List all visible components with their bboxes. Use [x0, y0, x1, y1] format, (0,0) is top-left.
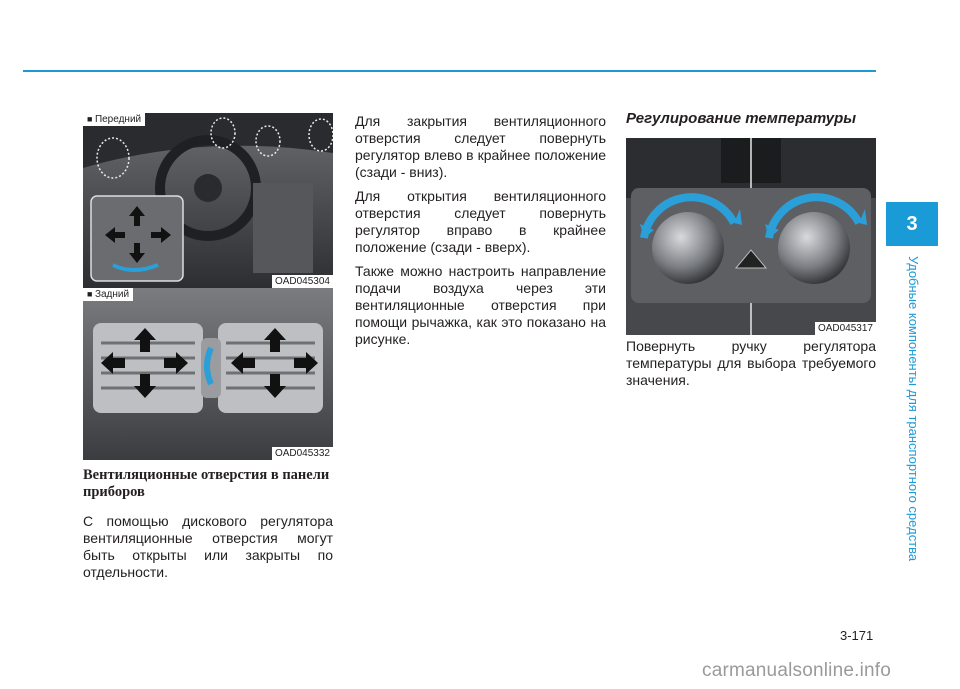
- temperature-figure-code: OAD045317: [814, 322, 876, 335]
- top-rule: [23, 70, 876, 72]
- right-column-text: Повернуть ручку регулятора температуры д…: [626, 338, 876, 389]
- temperature-knobs-illustration: [626, 138, 876, 335]
- vents-paragraph: С помощью дискового регулятора вентиляци…: [83, 513, 333, 580]
- front-dashboard-illustration: [83, 113, 333, 288]
- rear-figure-label: Задний: [83, 288, 134, 301]
- right-column-heading: Регулирование температуры: [626, 110, 876, 127]
- temperature-figure: OAD045317: [626, 138, 876, 335]
- section-heading-vents: Вентиляционные отверстия в панели прибор…: [83, 467, 330, 500]
- front-vents-figure: Передний OAD045304: [83, 113, 333, 288]
- rear-vents-illustration: [83, 288, 333, 460]
- chapter-number-tab: 3: [886, 202, 938, 246]
- direction-paragraph: Также можно настроить направление подачи…: [355, 263, 606, 347]
- page-number: 3-171: [840, 628, 874, 643]
- section-heading-temperature: Регулирование температуры: [626, 110, 857, 127]
- front-figure-code: OAD045304: [271, 275, 333, 288]
- watermark: carmanualsonline.info: [702, 660, 892, 681]
- close-vent-paragraph: Для закрытия вентиляционного отверстия с…: [355, 113, 606, 180]
- middle-column: Для закрытия вентиляционного отверстия с…: [355, 113, 606, 348]
- left-column: Вентиляционные отверстия в панели прибор…: [83, 467, 333, 581]
- temperature-paragraph: Повернуть ручку регулятора температуры д…: [626, 338, 876, 388]
- chapter-title: Удобные компоненты для транспортного сре…: [906, 256, 921, 562]
- chapter-number: 3: [906, 212, 918, 235]
- rear-figure-code: OAD045332: [271, 447, 333, 460]
- front-figure-label: Передний: [83, 113, 146, 126]
- open-vent-paragraph: Для открытия вентиляционного отверстия с…: [355, 188, 606, 255]
- rear-vents-figure: Задний OAD045332: [83, 288, 333, 460]
